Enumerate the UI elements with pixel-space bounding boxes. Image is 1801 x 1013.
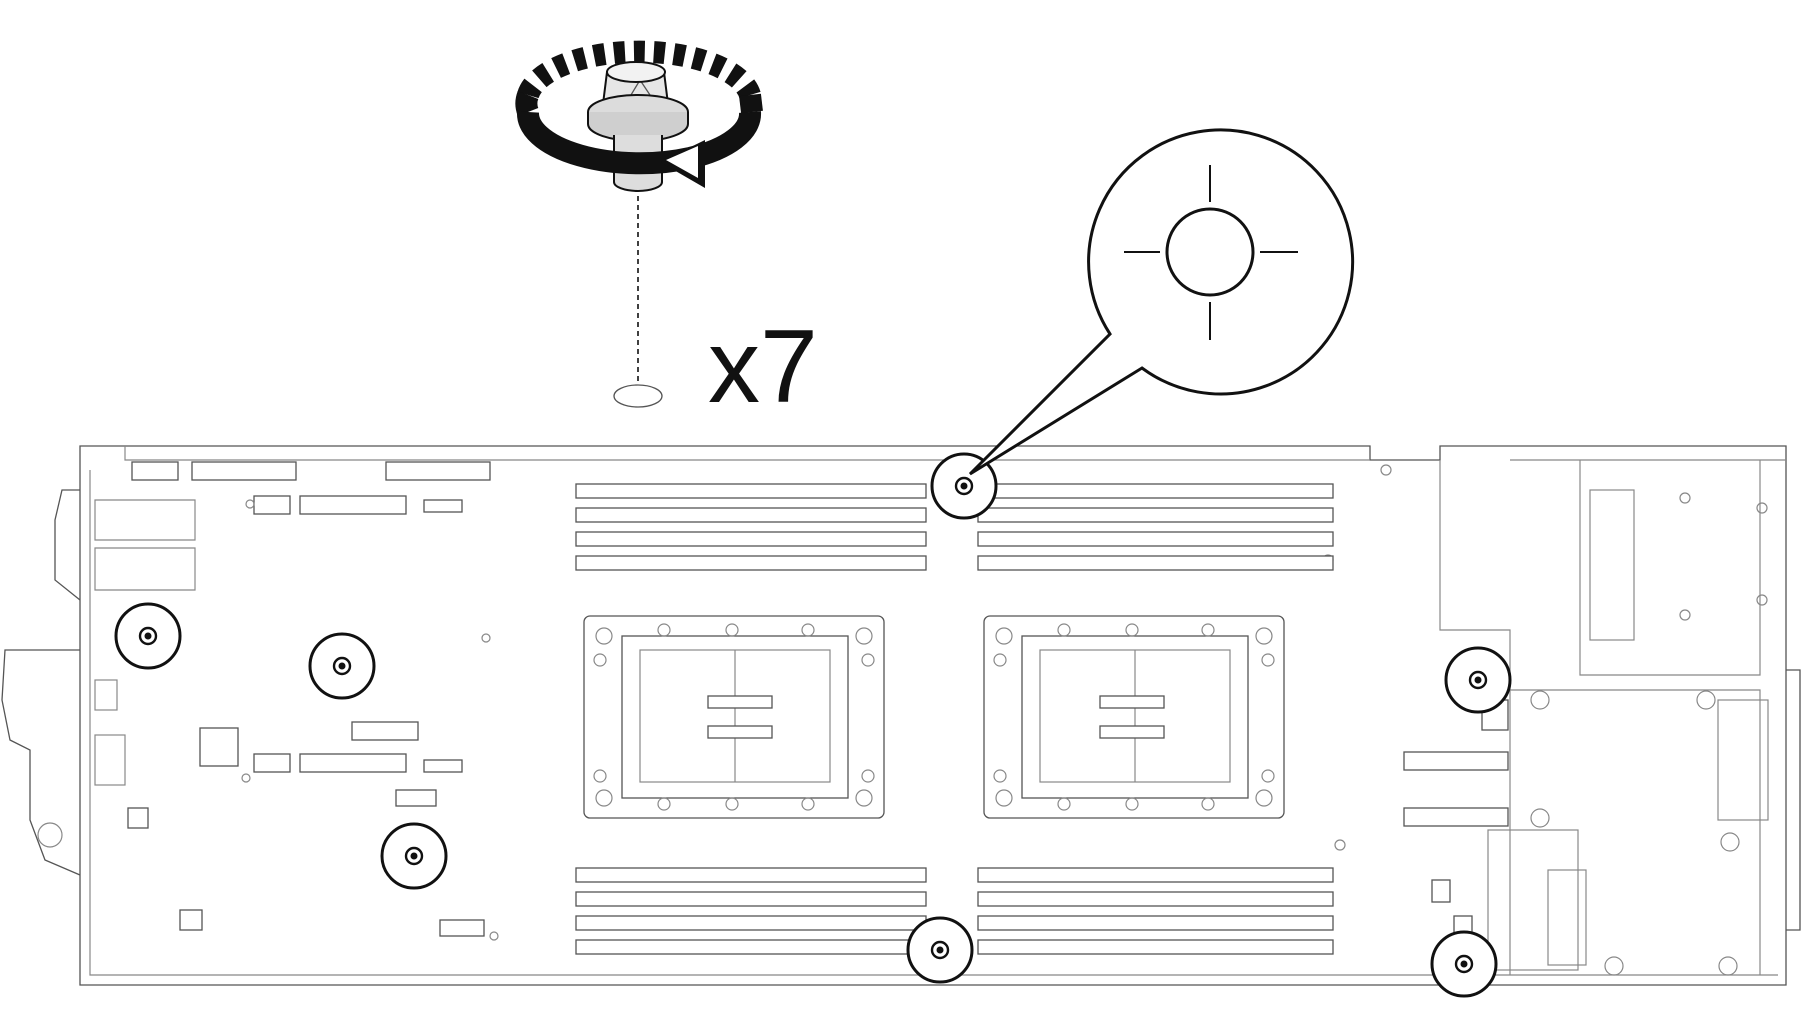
screw-hole-4 — [930, 452, 998, 520]
screw-hole-3 — [380, 822, 448, 890]
rotation-ring-icon — [515, 40, 761, 116]
dimm-slots-top-right — [977, 483, 1334, 571]
screw-hole-2 — [308, 632, 376, 700]
dimm-slots-bottom-right — [977, 867, 1334, 955]
quantity-label: x7 — [708, 309, 818, 425]
dimm-slots-top-left — [575, 483, 927, 571]
motherboard-outline — [1, 445, 1801, 986]
pcie-connectors — [127, 461, 1768, 941]
dimm-slots-bottom-left — [575, 867, 927, 955]
screw-tighten-icon — [515, 40, 763, 408]
screw-hole-1 — [114, 602, 182, 670]
processor-socket-2 — [983, 615, 1285, 819]
screw-hole-crosshair-icon — [968, 128, 1355, 476]
processor-socket-1 — [583, 615, 885, 819]
screw-hole-5 — [906, 916, 974, 984]
screw-hole-6 — [1444, 646, 1512, 714]
screw-hole-7 — [1430, 930, 1498, 998]
